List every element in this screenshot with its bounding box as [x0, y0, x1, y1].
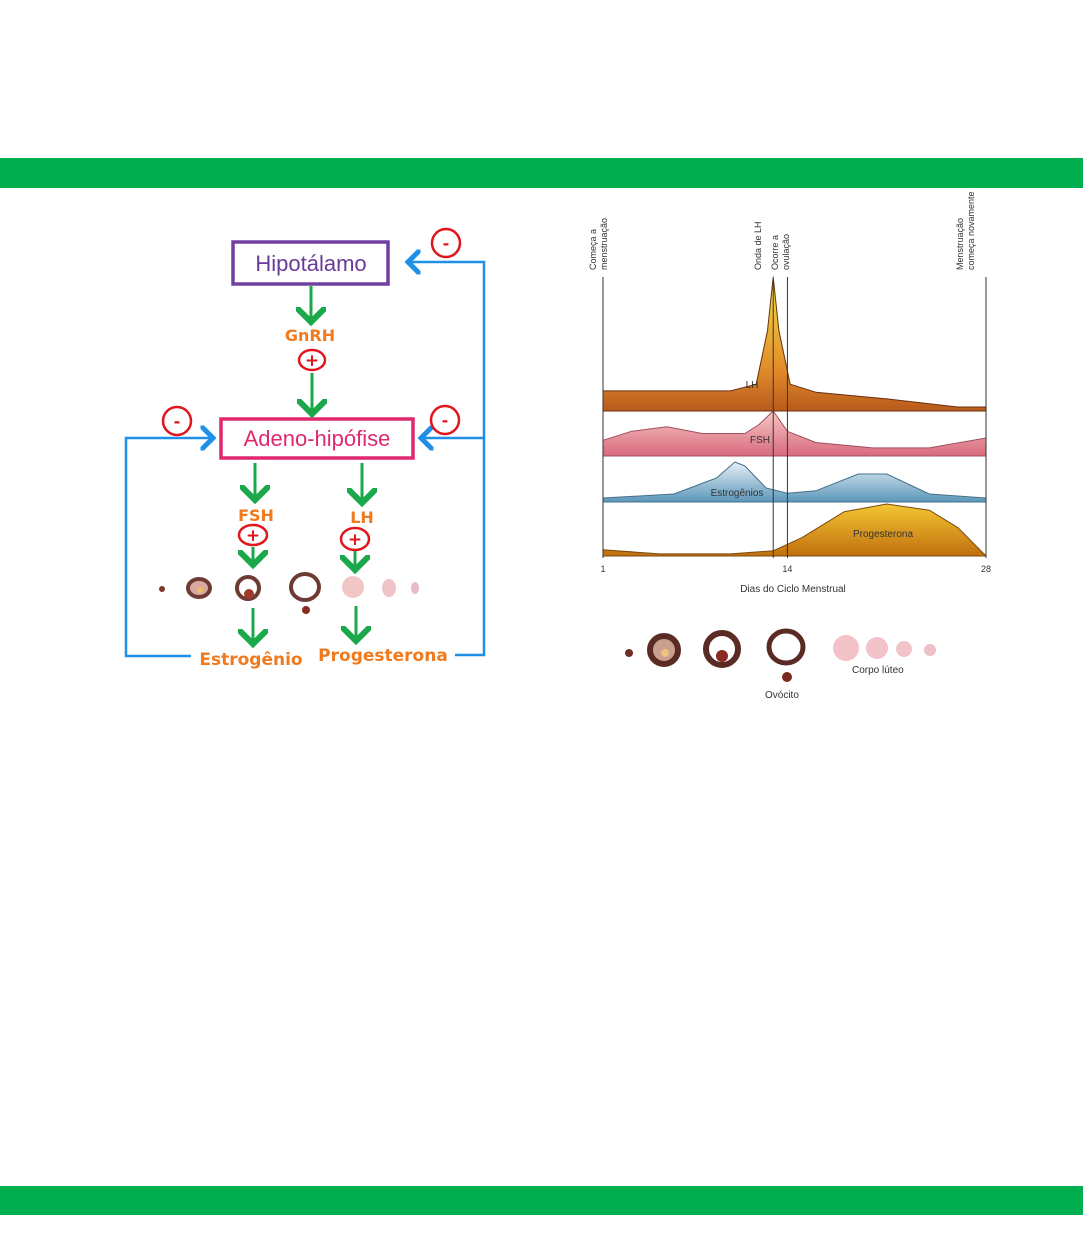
series-label-progesterona: Progesterona	[853, 529, 913, 540]
series-area-estrogênios	[602, 461, 987, 503]
progesterone-to-hypothalamus-arrow	[408, 262, 486, 657]
minus-text-estrogen: -	[174, 412, 181, 431]
gnrh-plus-sign	[297, 348, 327, 372]
chart-follicle-stages-icon	[625, 628, 936, 682]
series-area-fsh	[602, 410, 987, 457]
series-label-fsh: FSH	[750, 435, 770, 446]
fsh-label: FSH	[238, 506, 274, 525]
gnrh-label: GnRH	[285, 326, 335, 345]
event-label-day-14: ovulação	[781, 234, 791, 270]
feedback-diagram: Hipotálamo Adeno-hipófise GnRH + FSH + L…	[124, 227, 486, 670]
series-label-estrogênios: Estrogênios	[711, 488, 764, 499]
series-area-progesterona	[602, 503, 987, 557]
gnrh-plus-text: +	[305, 351, 319, 371]
event-label-day-14: Ocorre a	[770, 235, 780, 270]
event-label-day-13: Onda de LH	[753, 221, 763, 270]
estrogen-label: Estrogênio	[199, 650, 302, 670]
fsh-plus-sign	[237, 523, 269, 547]
x-tick-label-14: 14	[782, 564, 792, 574]
oocyte-label: Ovócito	[765, 690, 799, 701]
x-tick-label-1: 1	[600, 564, 605, 574]
lh-plus-sign	[339, 526, 371, 552]
minus-sign-hypothalamus	[430, 227, 462, 259]
event-label-day-1: Começa a	[588, 229, 598, 270]
estrogen-feedback-arrow	[124, 438, 213, 658]
minus-text-hypothalamus: -	[443, 234, 450, 253]
top-green-band	[0, 158, 1083, 188]
minus-sign-estrogen	[161, 405, 193, 437]
x-tick-label-28: 28	[981, 564, 991, 574]
bottom-green-band	[0, 1186, 1083, 1215]
corpus-luteum-label: Corpo lúteo	[852, 665, 904, 676]
follicle-stages-icon	[159, 572, 419, 614]
pituitary-label: Adeno-hipófise	[244, 426, 391, 451]
event-label-day-28: começa novamente	[966, 191, 976, 270]
minus-text-pituitary: -	[442, 411, 449, 430]
fsh-plus-text: +	[246, 526, 260, 546]
event-label-day-28: Menstruação	[955, 218, 965, 270]
hypothalamus-box	[231, 240, 390, 286]
event-label-day-1: menstruação	[599, 218, 609, 270]
lh-label: LH	[350, 508, 374, 527]
chart-x-axis-label: Dias do Ciclo Menstrual	[740, 584, 846, 595]
progesterone-label: Progesterona	[318, 646, 448, 666]
pituitary-box	[219, 417, 415, 460]
minus-sign-pituitary	[429, 404, 461, 436]
hypothalamus-label: Hipotálamo	[255, 251, 366, 276]
series-area-lh	[602, 276, 987, 412]
lh-plus-text: +	[348, 530, 362, 550]
series-label-lh: LH	[746, 380, 759, 391]
